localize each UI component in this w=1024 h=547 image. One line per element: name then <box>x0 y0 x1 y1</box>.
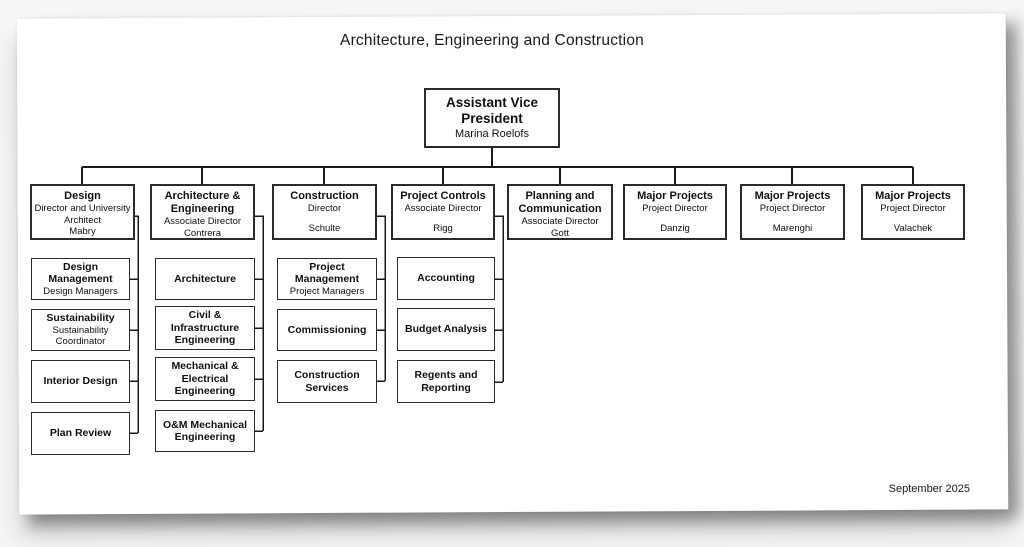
org-box-project-controls: Project Controls Associate Director Rigg <box>391 184 495 240</box>
org-box-construction-services: Construction Services <box>277 360 377 403</box>
org-box-subtitle: Project Director <box>880 203 946 214</box>
org-box-person: Marenghi <box>772 223 813 234</box>
org-box-title: Major Projects <box>754 190 831 202</box>
org-box-title: Assistant Vice President <box>445 95 539 126</box>
org-box-sustainability: Sustainability Sustainability Coordinato… <box>31 309 130 351</box>
org-box-title: Construction Services <box>294 369 360 394</box>
org-box-project-management: Project Management Project Managers <box>277 258 377 300</box>
org-box-title: Interior Design <box>43 375 118 388</box>
org-box-architecture-engineering: Architecture & Engineering Associate Dir… <box>150 184 255 240</box>
org-box-title: Sustainability <box>46 312 115 325</box>
org-box-subtitle: Project Director <box>759 203 826 214</box>
org-box-regents-reporting: Regents and Reporting <box>397 360 495 403</box>
page-title: Architecture, Engineering and Constructi… <box>340 32 644 49</box>
design-column-connectors <box>130 215 139 434</box>
project-controls-column-connectors <box>495 215 504 383</box>
top-level-connectors <box>81 148 914 184</box>
org-box-title: Plan Review <box>49 427 112 440</box>
org-box-person: Valachek <box>893 223 933 234</box>
date-label: September 2025 <box>888 483 970 495</box>
org-box-title: Budget Analysis <box>405 323 487 336</box>
org-box-assistant-vice-president: Assistant Vice President Marina Roelofs <box>424 88 560 148</box>
org-box-interior-design: Interior Design <box>31 360 130 403</box>
org-box-title: Commissioning <box>287 323 367 336</box>
org-box-person: Contrera <box>184 227 221 239</box>
org-box-person: Schulte <box>308 223 341 234</box>
org-box-person: Gott <box>551 227 569 239</box>
org-box-major-projects-danzig: Major Projects Project Director Danzig <box>623 184 727 240</box>
org-box-person: Rigg <box>433 223 453 234</box>
org-box-title: O&M Mechanical Engineering <box>162 418 248 444</box>
org-box-planning-communication: Planning and Communication Associate Dir… <box>507 184 613 240</box>
org-box-construction: Construction Director Schulte <box>272 184 377 240</box>
org-box-budget-analysis: Budget Analysis <box>397 308 495 351</box>
org-box-subtitle: Design Managers <box>43 285 118 297</box>
org-box-title: Construction <box>290 190 359 202</box>
org-box-design: Design Director and University Architect… <box>30 184 135 240</box>
org-box-person: Danzig <box>660 223 690 234</box>
org-box-design-management: Design Management Design Managers <box>31 258 130 300</box>
org-box-person: Marina Roelofs <box>455 128 529 140</box>
org-box-civil-infrastructure-engineering: Civil & Infrastructure Engineering <box>155 306 255 350</box>
org-box-title: Major Projects <box>875 190 951 202</box>
org-box-title: Project Management <box>294 260 360 286</box>
org-box-subtitle: Associate Director <box>521 216 599 227</box>
org-box-title: Accounting <box>417 272 475 285</box>
org-box-mechanical-electrical-engineering: Mechanical & Electrical Engineering <box>155 357 255 401</box>
org-box-subtitle: Project Managers <box>289 285 365 297</box>
ae-column-connectors <box>255 215 264 432</box>
org-box-subtitle: Director and University Architect <box>34 203 131 226</box>
org-box-subtitle: Associate Director <box>404 203 482 214</box>
org-box-title: Regents and Reporting <box>414 369 478 394</box>
org-box-title: Major Projects <box>637 190 713 202</box>
org-box-title: Project Controls <box>400 190 486 202</box>
org-box-title: Mechanical & Electrical Engineering <box>171 360 239 398</box>
org-box-major-projects-valachek: Major Projects Project Director Valachek <box>861 184 965 240</box>
org-box-title: Planning and Communication <box>518 190 602 215</box>
org-box-title: Design Management <box>48 260 113 286</box>
org-box-plan-review: Plan Review <box>31 412 130 455</box>
org-box-title: Civil & Infrastructure Engineering <box>170 309 240 347</box>
org-box-subtitle: Project Director <box>642 203 708 214</box>
org-box-architecture: Architecture <box>155 258 255 300</box>
org-box-subtitle: Sustainability Coordinator <box>52 324 109 348</box>
org-box-subtitle: Director <box>307 203 342 214</box>
org-box-person: Mabry <box>69 226 96 237</box>
construction-column-connectors <box>377 215 386 382</box>
org-box-major-projects-marenghi: Major Projects Project Director Marenghi <box>740 184 845 240</box>
org-box-title: Design <box>64 190 101 202</box>
org-box-commissioning: Commissioning <box>277 309 377 351</box>
org-box-accounting: Accounting <box>397 257 495 300</box>
org-box-title: Architecture & Engineering <box>164 190 241 215</box>
org-box-om-mechanical-engineering: O&M Mechanical Engineering <box>155 410 255 452</box>
org-box-title: Architecture <box>174 272 236 285</box>
org-box-subtitle: Associate Director <box>163 216 242 227</box>
